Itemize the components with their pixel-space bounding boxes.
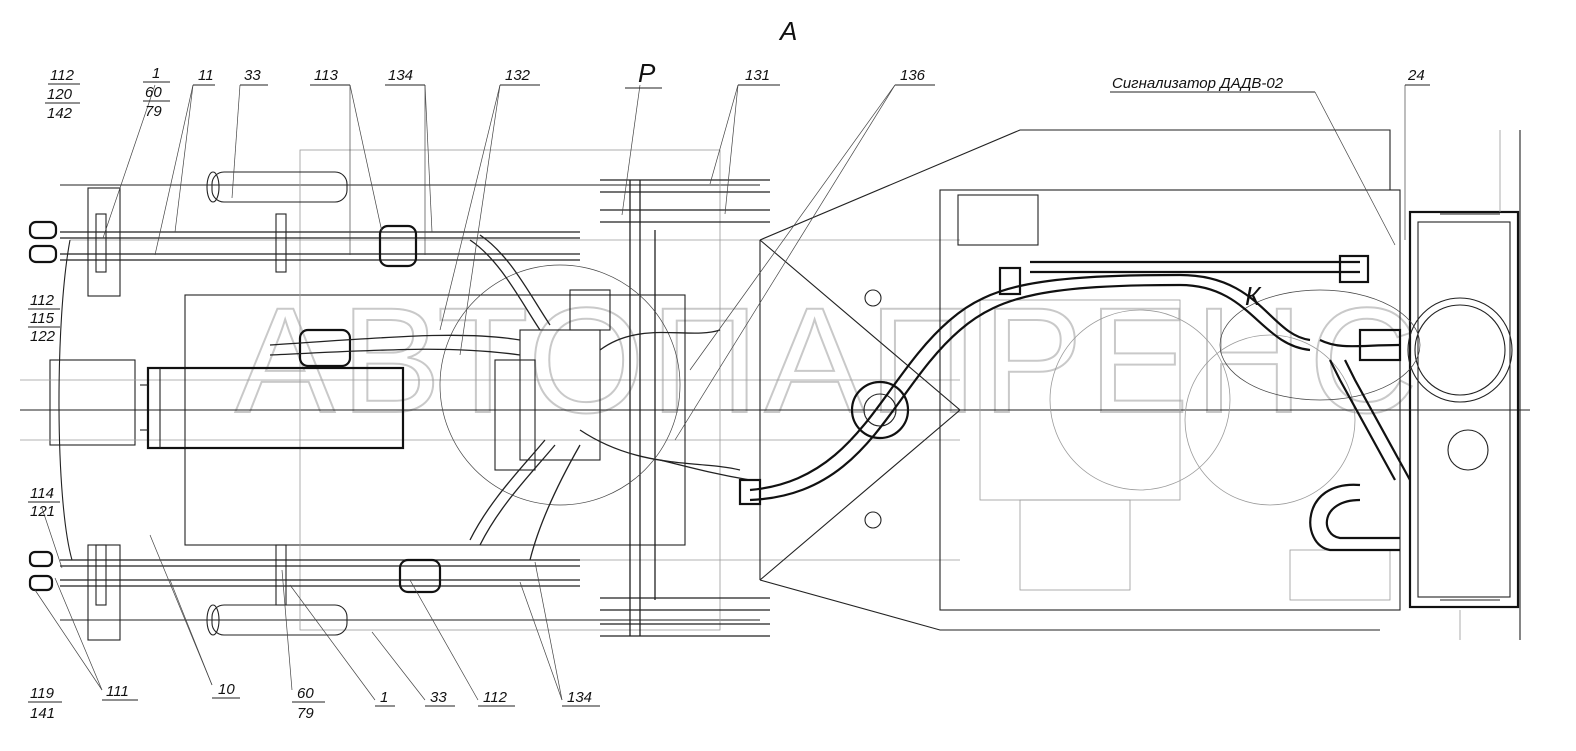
label-136: 136: [900, 67, 926, 84]
label-134-bottom: 134: [567, 689, 592, 706]
label-132: 132: [505, 67, 531, 84]
label-79-top: 79: [145, 103, 162, 120]
label-112-bottom: 112: [483, 689, 508, 706]
sensor-label: Сигнализатор ДАДВ-02: [1112, 75, 1284, 92]
label-60-bottom: 60: [297, 685, 314, 702]
label-33-bottom: 33: [430, 689, 447, 706]
label-121: 121: [30, 503, 55, 520]
label-11: 11: [198, 67, 214, 84]
label-1-bottom: 1: [380, 689, 388, 706]
label-141: 141: [30, 705, 55, 722]
label-10: 10: [218, 681, 235, 698]
view-label: А: [778, 16, 797, 46]
detail-label: К: [1245, 281, 1262, 311]
label-111: 111: [106, 683, 129, 700]
label-33-top: 33: [244, 67, 261, 84]
label-142: 142: [47, 105, 73, 122]
label-120: 120: [47, 86, 73, 103]
label-79-bottom: 79: [297, 705, 314, 722]
label-60-top: 60: [145, 84, 162, 101]
label-112-top: 112: [50, 67, 75, 84]
label-134-top: 134: [388, 67, 413, 84]
label-131: 131: [745, 67, 770, 84]
p-label: Р: [638, 58, 656, 88]
frame-outline: [20, 129, 1530, 641]
label-112-mid: 112: [30, 292, 55, 309]
label-24: 24: [1407, 67, 1425, 84]
label-119: 119: [30, 685, 55, 702]
label-113: 113: [314, 67, 339, 84]
label-114: 114: [30, 485, 54, 502]
hydraulic-hoses: [269, 234, 1411, 561]
upper-pipes: [28, 171, 770, 637]
hydraulic-cylinder: [140, 366, 405, 450]
valve-block: [439, 264, 681, 506]
leader-lines: [34, 84, 1406, 701]
label-122: 122: [30, 328, 56, 345]
label-1-top: 1: [152, 65, 160, 82]
label-115: 115: [30, 310, 55, 327]
